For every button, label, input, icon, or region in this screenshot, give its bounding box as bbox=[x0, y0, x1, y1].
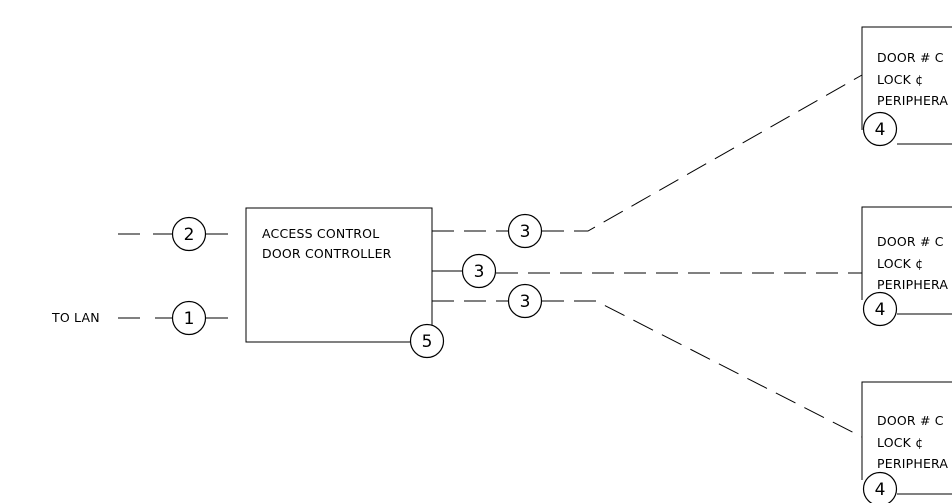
tag-door-bottom-number: 4 bbox=[875, 480, 886, 500]
door-controller-box bbox=[245, 207, 433, 343]
tag-door-cable-top: 3 bbox=[507, 213, 543, 249]
door-box-mid: DOOR # C LOCK ¢ PERIPHERA 4 bbox=[861, 206, 952, 327]
door-box-top: DOOR # C LOCK ¢ PERIPHERA 4 bbox=[861, 26, 952, 147]
tag-door-cable-mid: 3 bbox=[461, 253, 497, 289]
door-box-mid-label-line2: LOCK ¢ bbox=[877, 256, 923, 271]
tag-door-top: 4 bbox=[862, 111, 898, 147]
door-box-top-label-line1: DOOR # C bbox=[877, 50, 944, 65]
door-box-mid-label-line3: PERIPHERA bbox=[877, 277, 948, 292]
tag-door-mid: 4 bbox=[862, 291, 898, 327]
door-cable-bottom: 3 bbox=[432, 283, 863, 438]
tag-lan-number: 1 bbox=[184, 309, 195, 329]
tag-door-bottom: 4 bbox=[862, 471, 898, 503]
door-cable-top: 3 bbox=[432, 74, 863, 249]
door-cable-bottom-wire-right bbox=[542, 300, 863, 438]
door-box-top-label-line3: PERIPHERA bbox=[877, 93, 948, 108]
tag-upstream: 2 bbox=[171, 216, 207, 252]
lan-label: TO LAN bbox=[51, 310, 100, 325]
door-box-mid-label-line1: DOOR # C bbox=[877, 234, 944, 249]
tag-door-top-number: 4 bbox=[875, 120, 886, 140]
tag-lan: 1 bbox=[171, 300, 207, 336]
door-cable-mid: 3 bbox=[432, 253, 862, 289]
door-controller-label-line1: ACCESS CONTROL bbox=[262, 226, 379, 241]
tag-upstream-number: 2 bbox=[184, 225, 195, 245]
tag-door-mid-number: 4 bbox=[875, 300, 886, 320]
door-cable-top-wire-right bbox=[542, 74, 863, 232]
door-box-top-label-line2: LOCK ¢ bbox=[877, 72, 923, 87]
door-box-bottom-label-line1: DOOR # C bbox=[877, 413, 944, 428]
door-box-bottom-label-line2: LOCK ¢ bbox=[877, 435, 923, 450]
tag-door-cable-bottom-number: 3 bbox=[520, 292, 531, 312]
tag-door-cable-top-number: 3 bbox=[520, 222, 531, 242]
tag-controller-number: 5 bbox=[422, 332, 433, 352]
door-controller: ACCESS CONTROL DOOR CONTROLLER 5 bbox=[245, 207, 445, 359]
door-box-bottom-outline bbox=[861, 381, 952, 480]
door-box-bottom-label-line3: PERIPHERA bbox=[877, 456, 948, 471]
lan-connection: TO LAN 1 bbox=[51, 300, 228, 336]
upstream-connection: 2 bbox=[118, 216, 228, 252]
door-box-mid-outline bbox=[861, 206, 952, 300]
door-controller-label-line2: DOOR CONTROLLER bbox=[262, 246, 392, 261]
tag-door-cable-bottom: 3 bbox=[507, 283, 543, 319]
tag-door-cable-mid-number: 3 bbox=[474, 262, 485, 282]
door-box-top-outline bbox=[861, 26, 952, 130]
tag-controller: 5 bbox=[409, 323, 445, 359]
door-box-bottom: DOOR # C LOCK ¢ PERIPHERA 4 bbox=[861, 381, 952, 503]
